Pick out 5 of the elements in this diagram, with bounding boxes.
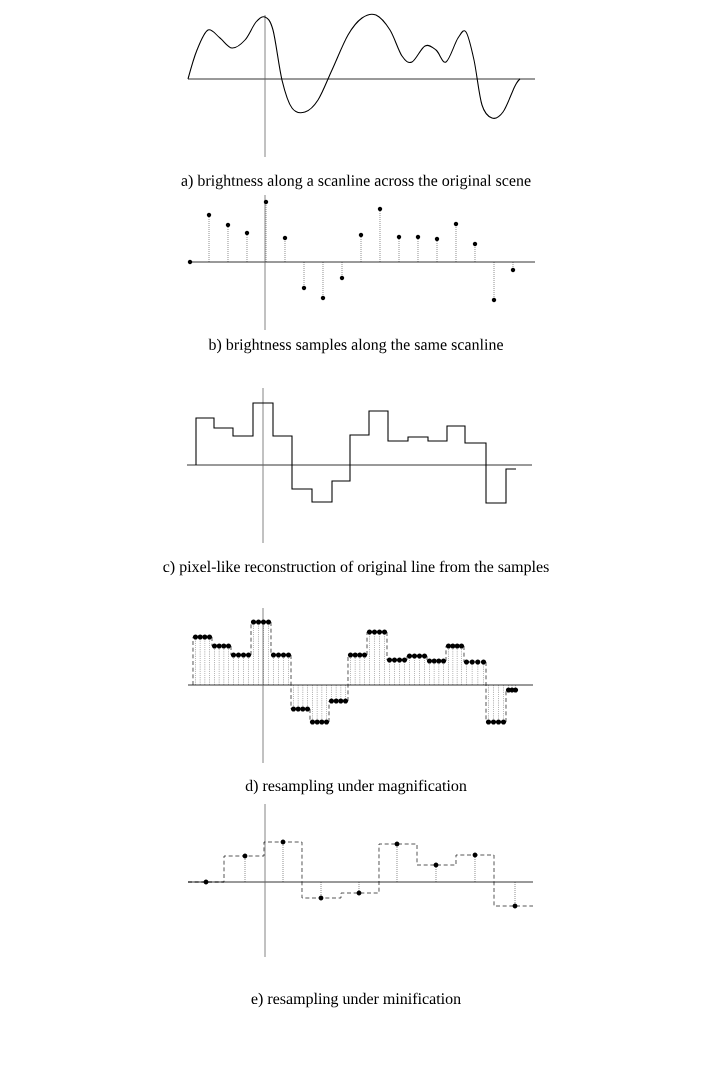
caption: b) brightness samples along the same scanline	[208, 338, 503, 354]
caption: a) brightness along a scanline across the original scene	[181, 174, 531, 190]
caption: e) resampling under minification	[251, 992, 461, 1008]
caption: c) pixel-like reconstruction of original line from the samples	[163, 560, 549, 576]
caption: d) resampling under magnification	[245, 779, 467, 795]
